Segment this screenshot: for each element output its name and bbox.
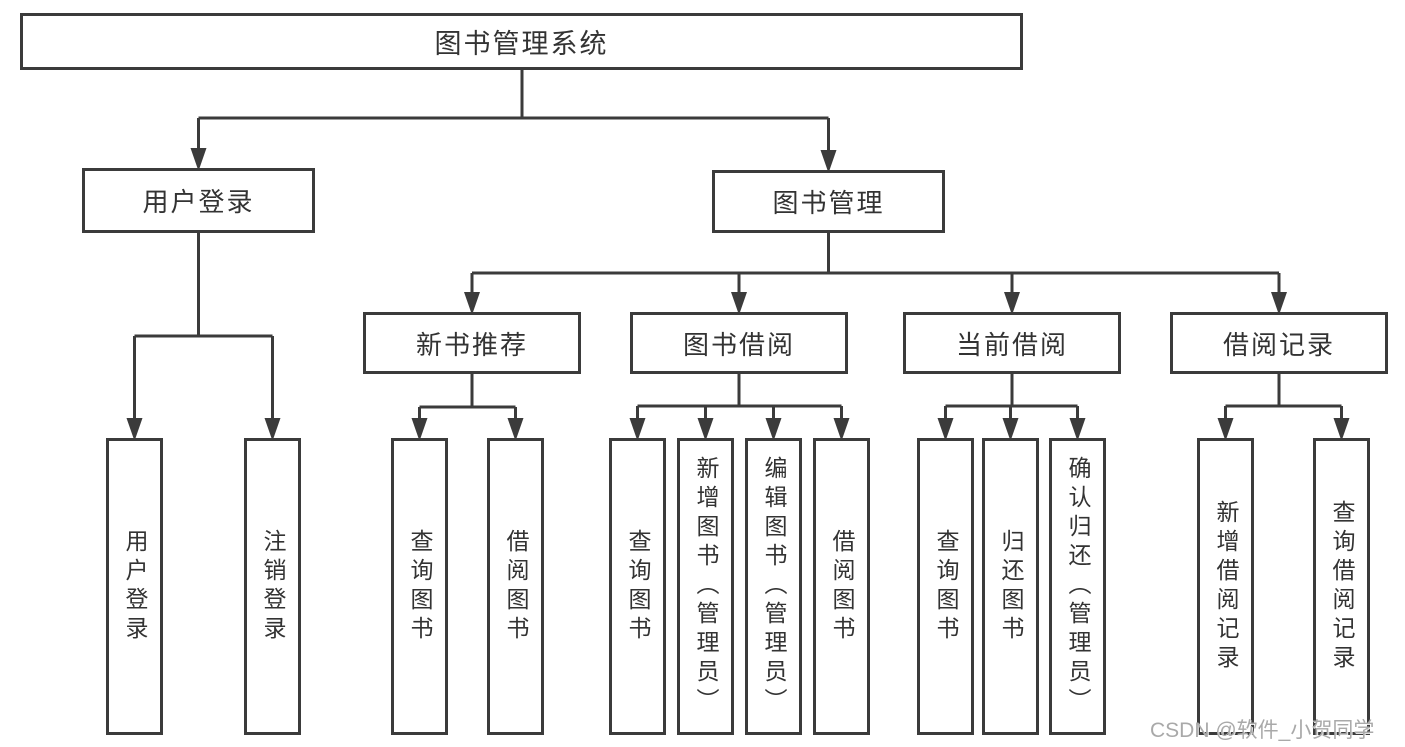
- node-current-borrow: 当前借阅: [903, 312, 1121, 374]
- leaf-edit-books-admin: 编辑图书（管理员）: [745, 438, 802, 735]
- leaf-logout: 注销登录: [244, 438, 301, 735]
- leaf-query-books-borrow: 查询图书: [609, 438, 666, 735]
- leaf-return-books: 归还图书: [982, 438, 1039, 735]
- node-new-book-recommend: 新书推荐: [363, 312, 581, 374]
- leaf-confirm-return-admin: 确认归还（管理员）: [1049, 438, 1106, 735]
- leaf-user-login: 用户登录: [106, 438, 163, 735]
- arrowheads: [126, 148, 1350, 441]
- leaf-borrow-books: 借阅图书: [813, 438, 870, 735]
- node-book-borrow: 图书借阅: [630, 312, 848, 374]
- connector-paths: [133, 70, 1343, 420]
- leaf-add-borrow-record: 新增借阅记录: [1197, 438, 1254, 735]
- csdn-watermark: CSDN @软件_小贺同学: [1150, 719, 1375, 742]
- node-borrow-records: 借阅记录: [1170, 312, 1388, 374]
- leaf-query-borrow-record: 查询借阅记录: [1313, 438, 1370, 735]
- node-library-system: 图书管理系统: [20, 13, 1023, 70]
- leaf-add-books-admin: 新增图书（管理员）: [677, 438, 734, 735]
- node-user-login: 用户登录: [82, 168, 315, 233]
- leaf-borrow-books-recommend: 借阅图书: [487, 438, 544, 735]
- node-book-management: 图书管理: [712, 170, 945, 233]
- leaf-query-books-current: 查询图书: [917, 438, 974, 735]
- leaf-query-books-recommend: 查询图书: [391, 438, 448, 735]
